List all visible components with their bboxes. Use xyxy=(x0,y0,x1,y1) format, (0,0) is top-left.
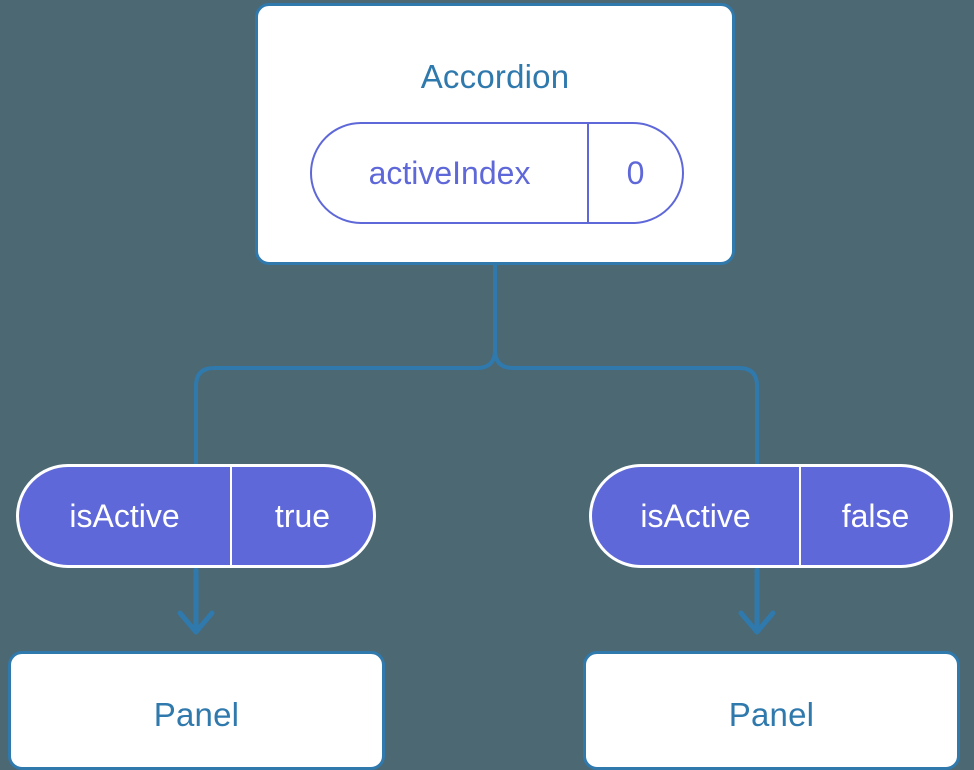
left-prop-value: true xyxy=(274,497,331,534)
connector-root-to-left-prop xyxy=(194,263,497,466)
right-prop-key: isActive xyxy=(592,467,801,565)
arrow-left-prop-to-panel xyxy=(177,567,215,635)
right-panel-card[interactable]: Panel xyxy=(583,651,960,770)
left-panel-title: Panel xyxy=(153,696,240,733)
arrow-right-prop-to-panel xyxy=(738,567,776,635)
accordion-state-value: 0 xyxy=(626,154,645,191)
right-prop-value: false xyxy=(841,497,910,534)
left-panel-card[interactable]: Panel xyxy=(8,651,385,770)
accordion-state-key: activeIndex xyxy=(312,124,589,222)
accordion-state-pill[interactable]: activeIndex 0 xyxy=(310,122,684,224)
left-prop-pill[interactable]: isActive true xyxy=(16,464,376,568)
accordion-component-card[interactable]: Accordion activeIndex 0 xyxy=(255,3,735,265)
right-panel-title: Panel xyxy=(728,696,815,733)
accordion-card-title: Accordion xyxy=(420,58,570,95)
left-prop-key: isActive xyxy=(19,467,232,565)
connector-root-to-right-prop xyxy=(493,263,759,466)
right-prop-pill[interactable]: isActive false xyxy=(589,464,953,568)
